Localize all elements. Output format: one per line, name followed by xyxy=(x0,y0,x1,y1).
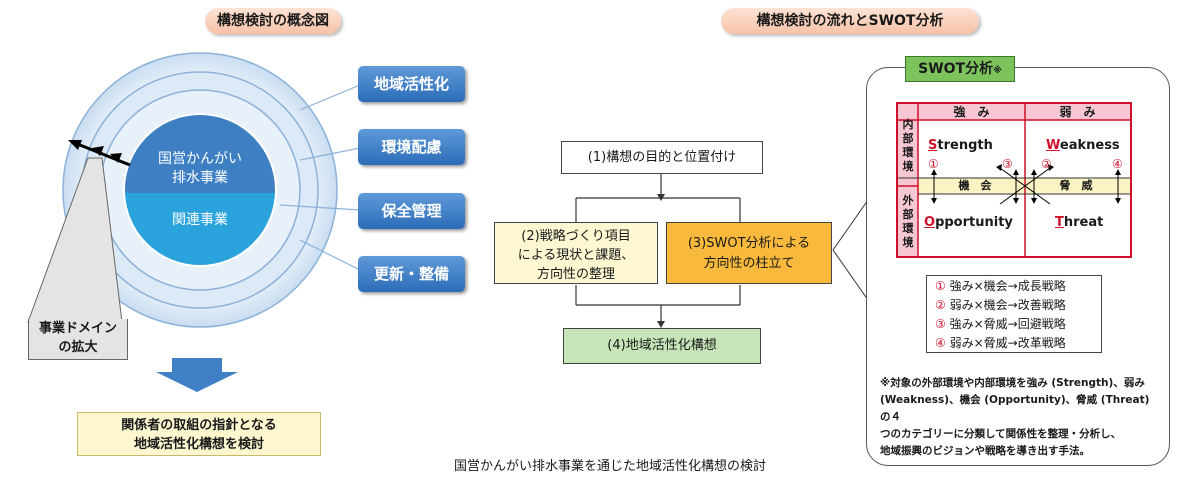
flow-step-1: (1)構想の目的と位置付け xyxy=(561,141,763,174)
tag-environmental-care: 環境配慮 xyxy=(358,129,465,165)
expansion-arrow xyxy=(74,141,131,167)
swot-weakness: Weakness xyxy=(1046,138,1120,153)
concentric-circles xyxy=(27,52,361,392)
swot-title: SWOT分析※ xyxy=(905,56,1015,82)
figure-caption: 国営かんがい排水事業を通じた地域活性化構想の検討 xyxy=(453,459,766,474)
flow-step-3: (3)SWOT分析による 方向性の柱立て xyxy=(666,222,832,284)
swot-side-internal: 内 部 環 境 xyxy=(902,118,914,173)
swot-marker-2: ② xyxy=(1041,157,1052,171)
swot-marker-3: ③ xyxy=(1002,157,1013,171)
swot-side-external: 外 部 環 境 xyxy=(902,194,914,249)
inner-top-label: 国営かんがい 排水事業 xyxy=(158,151,242,186)
strategy-item: ① 強み×機会→成長戦略 xyxy=(935,279,1066,293)
swot-note: ※対象の外部環境や内部環境を強み (Strength)、弱み (Weakness… xyxy=(880,377,1150,457)
strategy-list: ① 強み×機会→成長戦略 ② 弱み×機会→改善戦略 ③ 強み×脅威→回避戦略 ④… xyxy=(926,275,1102,353)
connector-line xyxy=(299,147,361,161)
concept-title: 構想検討の概念図 xyxy=(205,8,341,34)
flow-step-4: (4)地域活性化構想 xyxy=(563,328,761,364)
tag-maintenance: 保全管理 xyxy=(358,193,465,229)
domain-expansion-label: 事業ドメイン の拡大 xyxy=(28,319,128,360)
connector-line xyxy=(299,239,361,271)
swot-opportunity: Opportunity xyxy=(924,215,1013,230)
swot-marker-1: ① xyxy=(928,157,939,171)
strategy-item: ④ 弱み×脅威→改革戦略 xyxy=(935,336,1066,350)
swot-strength: Strength xyxy=(928,138,993,153)
flow-title: 構想検討の流れとSWOT分析 xyxy=(721,8,979,34)
swot-marker-4: ④ xyxy=(1112,157,1123,171)
flow-step-2: (2)戦略づくり項目 による現状と課題、 方向性の整理 xyxy=(494,222,658,284)
result-box: 関係者の取組の指針となる 地域活性化構想を検討 xyxy=(77,412,321,456)
inner-bottom-label: 関連事業 xyxy=(172,212,228,228)
connector-line xyxy=(299,84,361,111)
tag-regional-revitalization: 地域活性化 xyxy=(358,66,465,102)
strategy-item: ② 弱み×機会→改善戦略 xyxy=(935,298,1066,312)
tag-renewal: 更新・整備 xyxy=(358,256,465,292)
swot-threat-row: 脅 威 xyxy=(1059,179,1093,192)
swot-header-weak: 弱 み xyxy=(1059,105,1096,119)
strategy-item: ③ 強み×脅威→回避戦略 xyxy=(935,317,1066,331)
connector-line xyxy=(279,204,361,211)
swot-header-strong: 強 み xyxy=(953,105,990,119)
down-arrow-icon xyxy=(156,358,238,392)
swot-opportunity-row: 機 会 xyxy=(958,179,992,192)
swot-threat: Threat xyxy=(1055,215,1104,230)
